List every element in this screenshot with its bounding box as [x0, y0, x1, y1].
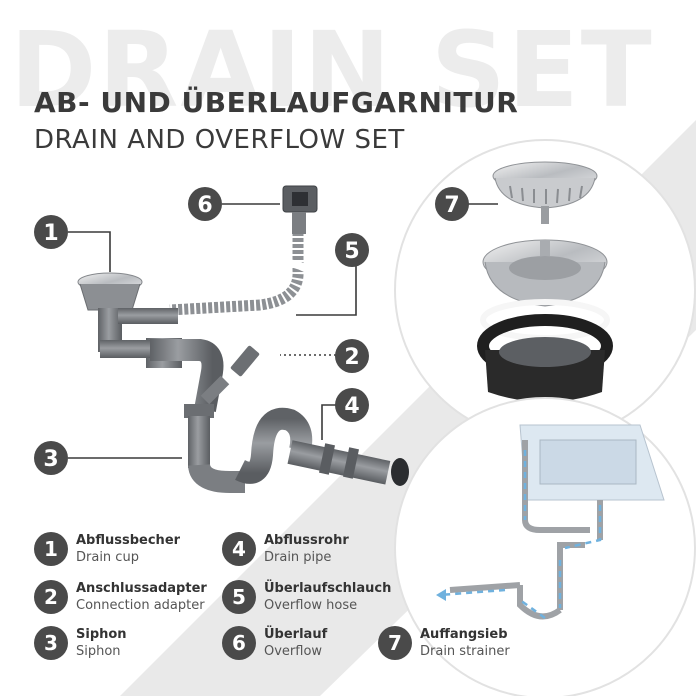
callout-5: 5 — [335, 233, 369, 267]
drain-assembly-graphic — [77, 185, 409, 493]
callout-7: 7 — [435, 187, 469, 221]
svg-text:7: 7 — [444, 193, 459, 218]
callout-2: 2 — [335, 339, 369, 373]
strainer-detail-circle — [394, 139, 696, 441]
svg-text:2: 2 — [344, 345, 359, 370]
svg-text:3: 3 — [43, 447, 58, 472]
svg-text:4: 4 — [344, 394, 359, 419]
drain-flange-graphic — [482, 239, 608, 307]
title-english: DRAIN AND OVERFLOW SET — [34, 125, 405, 155]
svg-text:6: 6 — [197, 193, 212, 218]
title-german: AB- UND ÜBERLAUFGARNITUR — [34, 86, 519, 119]
watermark-text: DRAIN SET — [10, 9, 654, 131]
installation-diagram-circle — [394, 397, 696, 696]
strainer-basket-graphic — [492, 161, 598, 224]
svg-text:5: 5 — [344, 239, 359, 264]
rubber-gasket-graphic — [477, 314, 613, 402]
callout-1: 1 — [34, 215, 68, 249]
callout-6: 6 — [188, 187, 222, 221]
svg-text:1: 1 — [43, 221, 58, 246]
callout-4: 4 — [335, 388, 369, 422]
callout-3: 3 — [34, 441, 68, 475]
